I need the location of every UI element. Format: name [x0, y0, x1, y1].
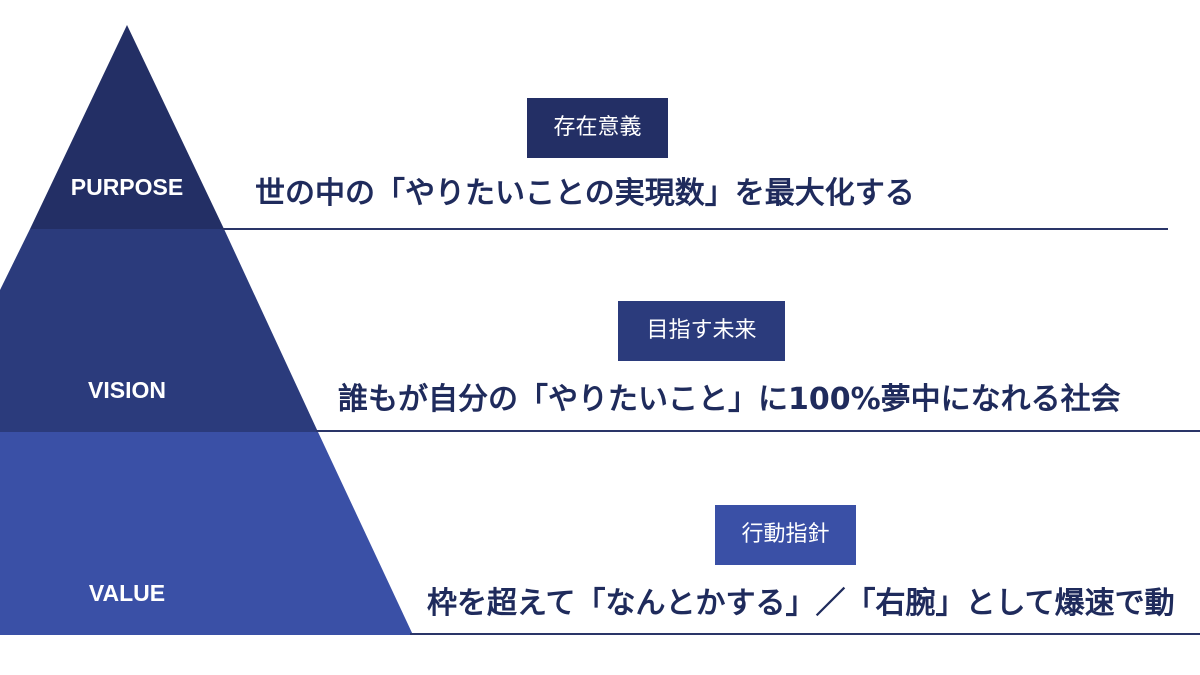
value-divider [410, 633, 1200, 635]
purpose-divider [222, 228, 1168, 230]
purpose-statement: 世の中の「やりたいことの実現数」を最大化する [255, 176, 915, 211]
purpose-label: PURPOSE [70, 174, 184, 200]
vision-label: VISION [88, 377, 166, 403]
value-statement: 枠を超えて「なんとかする」／「右腕」として爆速で動 [427, 586, 1175, 621]
vision-divider [316, 430, 1200, 432]
value-tier-shape [0, 432, 413, 635]
purpose-badge: 存在意義 [527, 98, 668, 158]
value-label: VALUE [88, 580, 166, 606]
vision-statement: 誰もが自分の「やりたいこと」に100%夢中になれる社会 [338, 382, 1121, 417]
purpose-tier-shape [30, 25, 224, 229]
vision-badge: 目指す未来 [618, 301, 785, 361]
value-badge: 行動指針 [715, 505, 856, 565]
vision-tier-shape [0, 229, 318, 432]
